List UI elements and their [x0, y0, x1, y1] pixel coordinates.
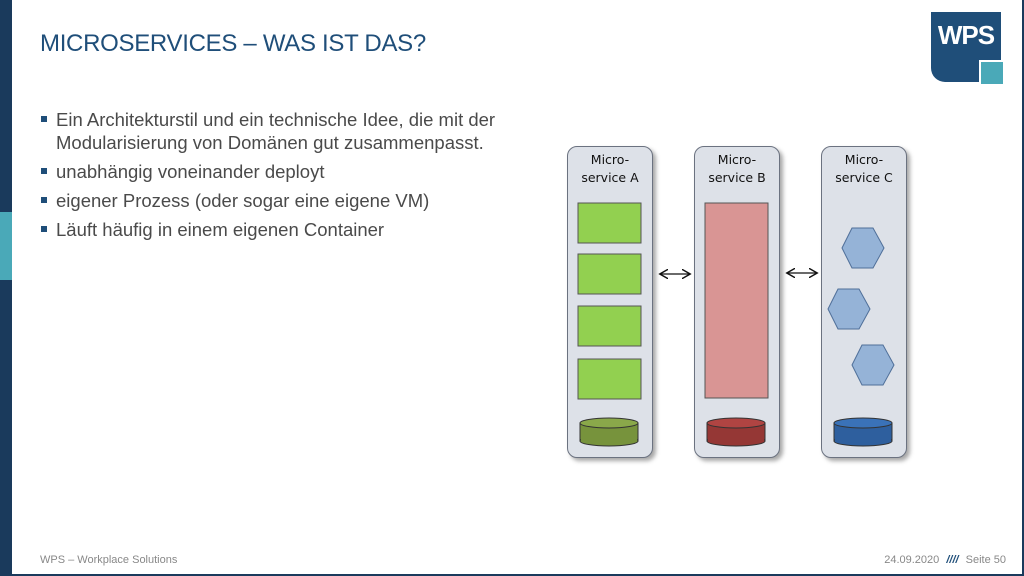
module-hexagon	[841, 227, 885, 269]
service-b-label-line2: service B	[708, 170, 766, 185]
service-c-label-line1: Micro-	[844, 152, 884, 167]
footer-date: 24.09.2020	[884, 554, 940, 566]
logo-text: WPS	[937, 20, 995, 50]
logo-square	[979, 60, 1005, 86]
left-edge-accent	[0, 212, 12, 280]
footer-page-number: Seite 50	[965, 554, 1006, 566]
bullet-item: Ein Architekturstil und ein technische I…	[40, 108, 510, 154]
service-b-label-line1: Micro-	[717, 152, 757, 167]
module-square	[577, 202, 642, 244]
bullet-item: unabhängig voneinander deployt	[40, 160, 510, 183]
database-b-icon	[706, 417, 766, 447]
bullet-item: eigener Prozess (oder sogar eine eigene …	[40, 189, 510, 212]
wps-logo: WPS	[931, 12, 1005, 86]
service-a-box: Micro- service A	[567, 146, 653, 458]
service-b-label: Micro- service B	[695, 151, 779, 187]
module-hexagon	[827, 288, 871, 330]
footer-meta: 24.09.2020 //// Seite 50	[884, 554, 1006, 566]
service-a-label-line1: Micro-	[590, 152, 630, 167]
microservices-diagram: Micro- service A Micro- service B Micro-…	[560, 140, 920, 470]
slide-title: MICROSERVICES – WAS IST DAS?	[40, 30, 426, 57]
bullet-item: Läuft häufig in einem eigenen Container	[40, 218, 510, 241]
bullet-list: Ein Architekturstil und ein technische I…	[40, 108, 510, 247]
database-c-icon	[833, 417, 893, 447]
database-a-icon	[579, 417, 639, 447]
diagram-shapes	[577, 202, 895, 447]
module-hexagon	[851, 344, 895, 386]
left-edge-bar	[0, 0, 12, 576]
service-c-label: Micro- service C	[822, 151, 906, 187]
footer-company: WPS – Workplace Solutions	[40, 554, 178, 566]
module-square	[577, 305, 642, 347]
slide-frame	[12, 0, 1024, 576]
service-c-label-line2: service C	[835, 170, 893, 185]
module-square	[577, 358, 642, 400]
module-square	[577, 253, 642, 295]
service-a-label-line2: service A	[581, 170, 639, 185]
service-a-label: Micro- service A	[568, 151, 652, 187]
monolith-rectangle	[704, 202, 769, 399]
footer-separator: ////	[946, 554, 959, 566]
